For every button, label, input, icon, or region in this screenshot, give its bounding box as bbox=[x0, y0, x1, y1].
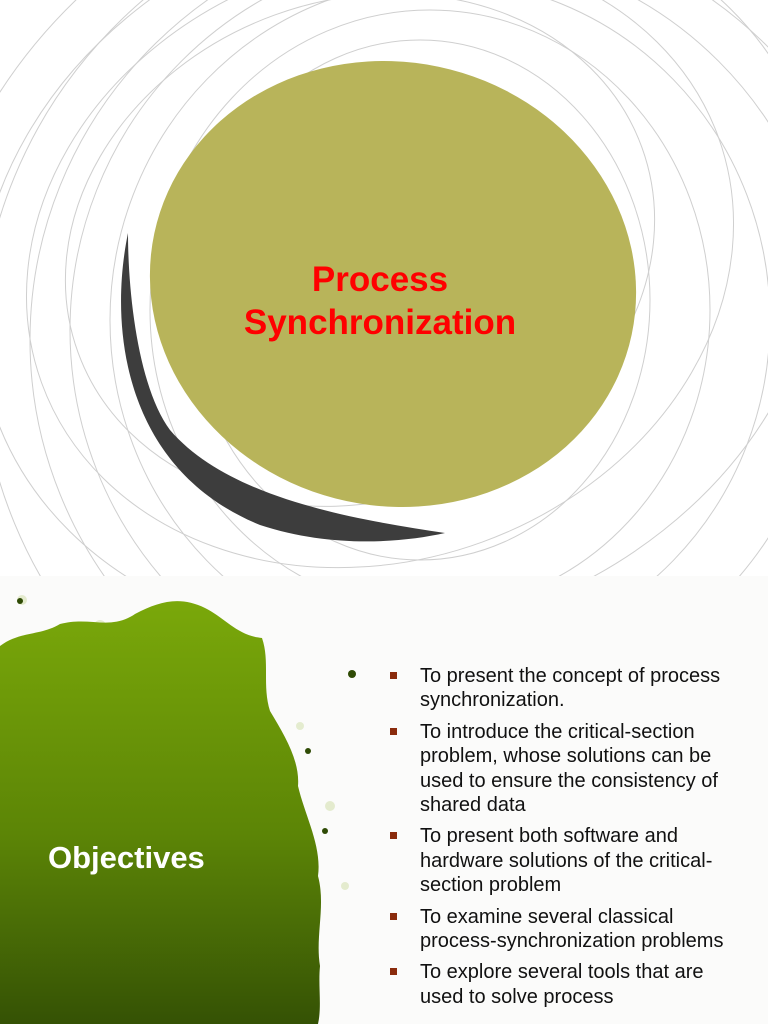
deco-arc bbox=[69, 0, 768, 576]
slide-title-text: Process Synchronization bbox=[180, 258, 580, 344]
paint-speck bbox=[296, 722, 304, 730]
olive-ellipse bbox=[149, 61, 637, 507]
paint-speck bbox=[348, 670, 356, 678]
bullet-icon bbox=[390, 912, 397, 920]
list-item: To present the concept of process synchr… bbox=[390, 664, 750, 713]
list-item-text: To present both software and hardware so… bbox=[420, 825, 713, 897]
objectives-list: To present the concept of process synchr… bbox=[390, 664, 750, 1016]
bullet-icon bbox=[390, 968, 397, 976]
title-line-2: Synchronization bbox=[243, 303, 517, 342]
deco-arc bbox=[25, 0, 735, 569]
background-decoration bbox=[0, 0, 768, 576]
green-blob bbox=[0, 601, 322, 1024]
paint-speck bbox=[322, 828, 328, 834]
list-item: To introduce the critical-section proble… bbox=[390, 720, 750, 818]
list-item-text: To present the concept of process synchr… bbox=[420, 665, 721, 712]
slide-objectives: Objectives To present the concept of pro… bbox=[0, 576, 768, 1024]
deco-arc bbox=[149, 9, 711, 576]
list-item-text: To explore several tools that are used t… bbox=[420, 961, 704, 1008]
dark-crescent bbox=[121, 233, 446, 542]
list-item-text: To introduce the critical-section proble… bbox=[420, 720, 718, 817]
green-splash bbox=[0, 595, 356, 1024]
paint-speck bbox=[341, 882, 349, 890]
list-item: To examine several classical process-syn… bbox=[390, 905, 750, 954]
paint-speck bbox=[325, 801, 335, 811]
list-item: To explore several tools that are used t… bbox=[390, 960, 750, 1009]
list-item-text: To examine several classical process-syn… bbox=[420, 905, 724, 953]
title-line-1: Process bbox=[311, 260, 449, 299]
slide-title: Process Synchronization bbox=[0, 0, 768, 576]
paint-speck bbox=[17, 598, 23, 604]
list-item: To present both software and hardware so… bbox=[390, 824, 750, 897]
paint-speck bbox=[305, 748, 311, 754]
bullet-icon bbox=[390, 672, 397, 679]
objectives-title: Objectives bbox=[48, 840, 205, 875]
bullet-icon bbox=[390, 832, 397, 840]
bullet-icon bbox=[390, 727, 397, 735]
deco-arc bbox=[109, 0, 768, 576]
